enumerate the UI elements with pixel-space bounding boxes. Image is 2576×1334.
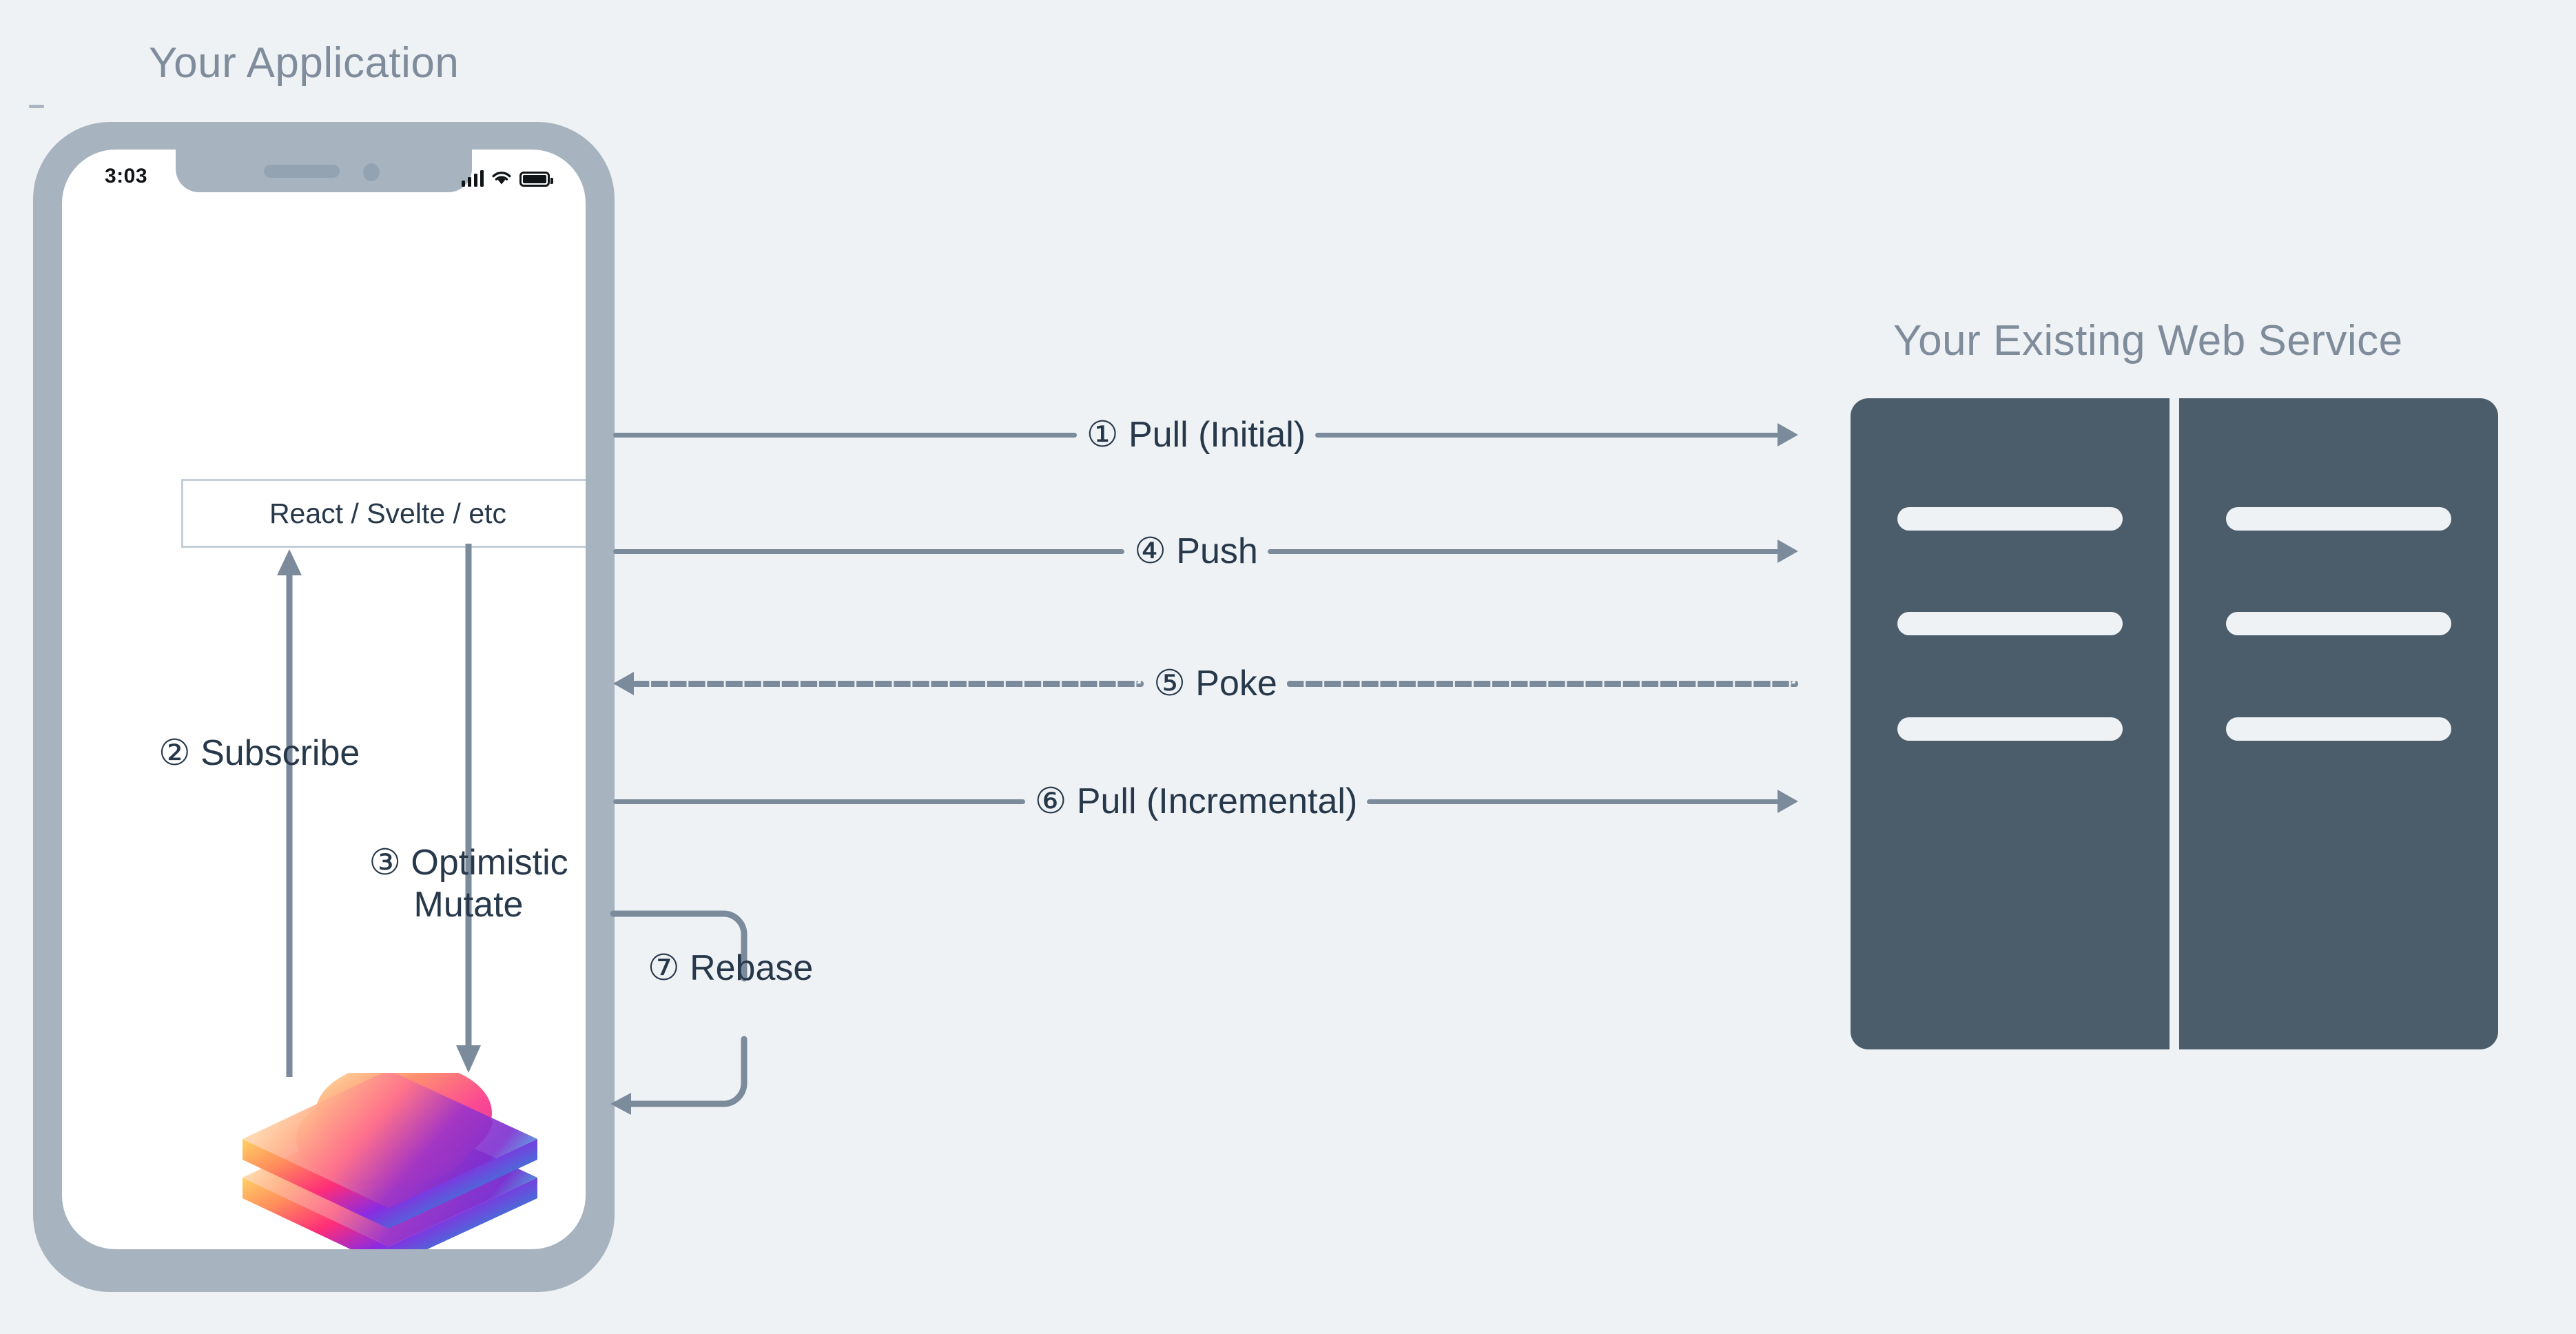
server-rack-left [1851, 398, 2170, 1049]
arrowhead-left-icon [613, 672, 634, 695]
subscribe-arrow [277, 549, 302, 1077]
status-bar-icons [462, 163, 553, 187]
framework-box: React / Svelte / etc [181, 479, 586, 548]
rack-slot [2226, 612, 2451, 635]
step-1-label: ① Pull (Initial) [1086, 415, 1306, 455]
arrowhead-right-icon [1778, 423, 1798, 447]
flow-poke: ⑤ Poke [613, 664, 1798, 704]
flow-line-right [1267, 548, 1779, 554]
flow-push: ④ Push [613, 531, 1798, 571]
flow-line-left [613, 432, 1077, 438]
step-7-rebase-label: ⑦ Rebase [648, 948, 814, 988]
status-bar-time: 3:03 [105, 165, 148, 187]
web-service-title: Your Existing Web Service [1893, 317, 2403, 365]
rack-slot [1897, 612, 2123, 635]
rack-slot [2226, 717, 2451, 741]
flow-line-left-dashed [632, 680, 1144, 687]
rack-slot [2226, 507, 2451, 531]
battery-icon [519, 172, 553, 187]
flow-pull-incremental: ⑥ Pull (Incremental) [613, 781, 1799, 821]
phone-top-tick [29, 105, 44, 108]
phone-notch [176, 150, 472, 192]
step-6-label: ⑥ Pull (Incremental) [1034, 781, 1358, 821]
flow-line-left [613, 548, 1125, 554]
flow-line-right-dashed [1286, 680, 1798, 687]
step-3-line-1: ③ Optimistic [369, 843, 568, 883]
rack-slot [1897, 507, 2123, 531]
flow-line-left [613, 799, 1025, 804]
rack-slot [1897, 717, 2123, 741]
arrowhead-right-icon [1778, 540, 1798, 563]
flow-pull-initial: ① Pull (Initial) [613, 415, 1798, 455]
step-5-label: ⑤ Poke [1153, 664, 1277, 704]
step-3-line-2: Mutate [413, 885, 524, 925]
speaker-grille-icon [264, 165, 340, 178]
phone-device: 3:03 React / Svelte / etc [33, 122, 615, 1292]
wifi-icon [492, 172, 511, 185]
optimistic-mutate-arrow [456, 544, 481, 1073]
replicache-logo [238, 1062, 542, 1249]
step-3-optimistic-mutate-label: ③ Optimistic Mutate [324, 842, 586, 927]
step-2-subscribe-label: ② Subscribe [158, 733, 360, 773]
framework-box-label: React / Svelte / etc [269, 497, 507, 529]
front-camera-icon [363, 163, 380, 181]
rebase-loop-arrow [610, 910, 748, 1115]
server-rack-right [2179, 398, 2498, 1049]
arrowhead-right-icon [1778, 790, 1799, 813]
phone-screen: 3:03 React / Svelte / etc [62, 150, 586, 1249]
application-title: Your Application [149, 39, 460, 87]
web-service-racks [1851, 398, 2498, 1049]
flow-line-right [1315, 432, 1779, 438]
flow-line-right [1367, 799, 1780, 804]
cellular-signal-icon [462, 170, 484, 187]
step-4-label: ④ Push [1134, 531, 1258, 571]
